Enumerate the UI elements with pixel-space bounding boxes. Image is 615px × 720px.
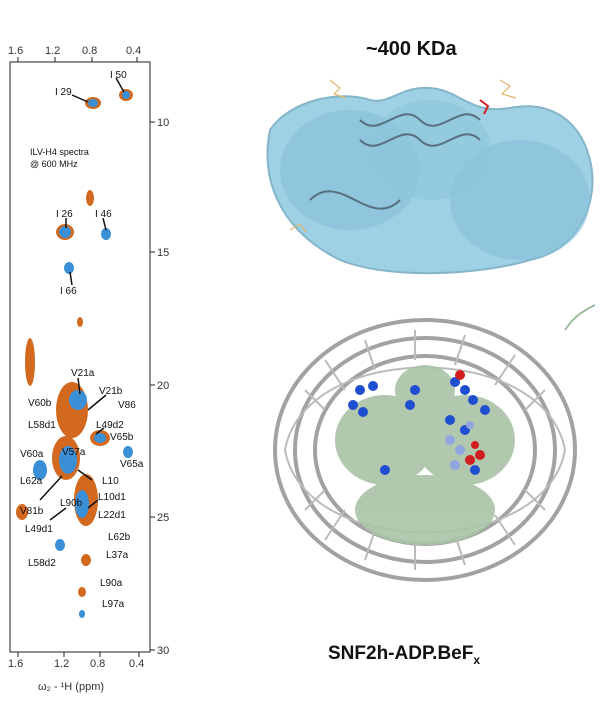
peak-label: L37a xyxy=(106,550,129,561)
y-tick-label: 30 xyxy=(157,645,169,657)
dna-superhelix xyxy=(273,318,577,582)
peak-label: L58d2 xyxy=(28,558,56,569)
peak-label: L90b xyxy=(60,498,83,509)
y-tick-label: 10 xyxy=(157,117,169,129)
contour-peak xyxy=(79,610,85,618)
density-lobe xyxy=(370,100,490,200)
nmr-spectrum: 1.6 1.2 0.8 0.4 1.6 1.2 0.8 0.4 ω₂ - ¹H … xyxy=(8,45,169,693)
y-tick-label: 25 xyxy=(157,512,169,524)
contour-peak xyxy=(59,226,71,238)
peak-label: V81b xyxy=(20,506,44,517)
complex-label-main: SNF2h-ADP.BeF xyxy=(328,643,474,664)
peak-labels: I 50 I 29 I 26 I 46 I 66 V21a V21b V60b … xyxy=(20,70,144,610)
contour-peak xyxy=(94,433,106,443)
peak-label: L49d1 xyxy=(25,524,53,535)
density-lobe xyxy=(450,140,590,260)
peak-label: V60b xyxy=(28,398,52,409)
peak-label: L49d2 xyxy=(96,420,124,431)
peak-label: V21a xyxy=(71,368,95,379)
labeled-residues-red xyxy=(455,370,485,465)
top-tick-label: 0.8 xyxy=(82,45,97,57)
x-axis-label: ω₂ - ¹H (ppm) xyxy=(38,681,104,693)
docked-model xyxy=(309,113,481,210)
spectrum-note: ILV-H4 spectra xyxy=(30,147,89,157)
contour-peak xyxy=(88,99,98,107)
contour-peak xyxy=(55,539,65,551)
labeled-residues-blue xyxy=(348,377,490,475)
peak-label: I 26 xyxy=(56,209,73,220)
protein-trace xyxy=(289,79,517,233)
histone-tail xyxy=(564,304,595,331)
top-tick-label: 1.2 xyxy=(45,45,60,57)
peak-label: V86 xyxy=(118,400,136,411)
contour-peak xyxy=(86,190,94,206)
bottom-tick-label: 0.8 xyxy=(90,658,105,670)
contour-peak xyxy=(16,504,28,520)
contour-peak xyxy=(101,228,111,240)
contour-peak xyxy=(33,460,47,480)
contour-peak xyxy=(123,446,133,458)
density-map-image xyxy=(266,79,594,275)
contour-peaks xyxy=(16,89,133,618)
peak-label: L62a xyxy=(20,476,43,487)
peak-label: L22d1 xyxy=(98,510,126,521)
contour-peak xyxy=(77,317,83,327)
bottom-tick-label: 0.4 xyxy=(129,658,144,670)
leader-lines xyxy=(39,77,125,521)
bottom-axis: 1.6 1.2 0.8 0.4 ω₂ - ¹H (ppm) xyxy=(8,652,144,693)
top-tick-label: 1.6 xyxy=(8,45,23,57)
contour-peak xyxy=(78,587,86,597)
contour-peak xyxy=(81,554,91,566)
peak-label: I 66 xyxy=(60,286,77,297)
peak-label: V65b xyxy=(110,432,134,443)
peak-label: L62b xyxy=(108,532,131,543)
contour-peak xyxy=(75,490,89,518)
peak-label: I 29 xyxy=(55,87,72,98)
labeled-residues-lightblue xyxy=(445,421,474,470)
peak-label: L10d1 xyxy=(98,492,126,503)
complex-label-subscript: x xyxy=(473,652,481,667)
plot-frame xyxy=(9,61,151,653)
contour-peak xyxy=(64,262,74,274)
peak-label: I 50 xyxy=(110,70,127,81)
peak-label: L97a xyxy=(102,599,125,610)
top-axis: 1.6 1.2 0.8 0.4 xyxy=(8,45,141,62)
contour-peak xyxy=(59,446,77,474)
peak-label: V57a xyxy=(62,447,86,458)
complex-label: SNF2h-ADP.BeFx xyxy=(328,643,480,667)
contour-peak xyxy=(25,338,35,386)
y-tick-label: 20 xyxy=(157,380,169,392)
peak-label: V60a xyxy=(20,449,44,460)
peak-label: L10 xyxy=(102,476,119,487)
right-axis: 10 15 20 25 30 xyxy=(150,117,169,657)
bottom-tick-label: 1.2 xyxy=(54,658,69,670)
density-map-title: ~400 KDa xyxy=(366,38,457,60)
peak-label: V21b xyxy=(99,386,123,397)
bottom-tick-label: 1.6 xyxy=(8,658,23,670)
top-tick-label: 0.4 xyxy=(126,45,141,57)
nucleosome-structure-image xyxy=(273,304,595,582)
contour-peak xyxy=(56,382,88,438)
spectrum-note: @ 600 MHz xyxy=(30,159,78,169)
histone-core xyxy=(335,365,515,545)
highlight-trace xyxy=(479,99,490,115)
peak-label: L90a xyxy=(100,578,123,589)
peak-label: V65a xyxy=(120,459,144,470)
peak-label: I 46 xyxy=(95,209,112,220)
contour-peak xyxy=(122,91,130,99)
y-tick-label: 15 xyxy=(157,247,169,259)
peak-label: L58d1 xyxy=(28,420,56,431)
contour-peak xyxy=(69,390,87,410)
